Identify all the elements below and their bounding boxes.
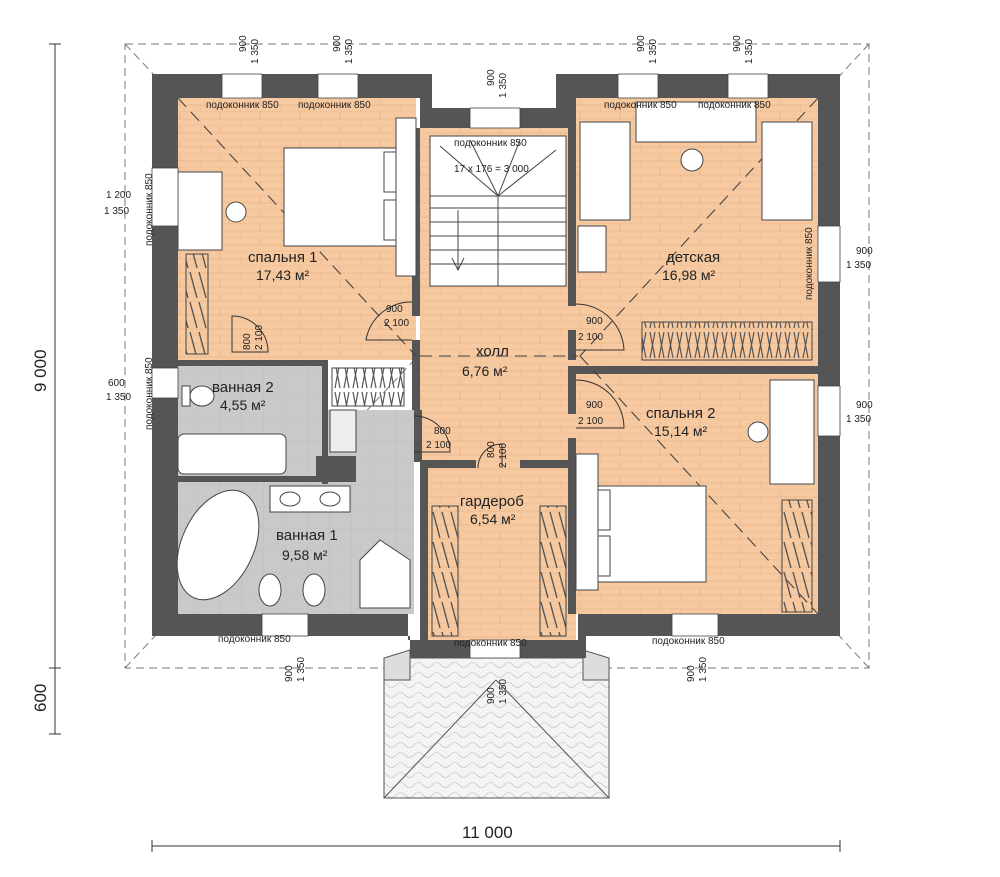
door-width: 800 <box>434 426 451 437</box>
window-width: 900 <box>284 665 295 682</box>
window-height: 1 350 <box>744 39 755 64</box>
overall-width-label: 11 000 <box>462 823 513 842</box>
window-width: 900 <box>238 35 249 52</box>
door-width: 800 <box>242 333 253 350</box>
window-width: 600 <box>108 378 125 389</box>
door-swings <box>231 301 625 469</box>
room-area-bath2: 4,55 м² <box>220 397 266 413</box>
room-name-bedroom1: спальня 1 <box>248 249 317 266</box>
room-area-bedroom1: 17,43 м² <box>256 267 310 283</box>
bathtub-icon <box>176 489 260 601</box>
sill-label: подоконник 850 <box>298 100 371 111</box>
bed-icon <box>761 121 813 221</box>
toilet-icon <box>258 573 282 607</box>
bed-icon <box>579 121 631 221</box>
desk-icon <box>177 171 223 251</box>
room-name-bath2: ванная 2 <box>212 379 274 396</box>
stairs-label: 17 x 176 = 3 000 <box>454 164 529 175</box>
door-width: 900 <box>386 304 403 315</box>
window-width: 1 200 <box>106 190 131 201</box>
windows <box>151 73 841 659</box>
sill-labels: подоконник 850 подоконник 850 подоконник… <box>144 100 815 649</box>
room-name-bath1: ванная 1 <box>276 527 338 544</box>
room-area-bedroom2: 15,14 м² <box>654 423 708 439</box>
chair-icon <box>680 148 704 172</box>
window-width: 900 <box>732 35 743 52</box>
sill-label: подоконник 850 <box>804 227 815 300</box>
sill-label: подоконник 850 <box>144 357 155 430</box>
window-dimensions: 900 1 350 900 1 350 900 1 350 900 1 350 … <box>104 35 873 704</box>
sill-label: подоконник 850 <box>218 634 291 645</box>
window-height: 1 350 <box>250 39 261 64</box>
room-name-bedroom2: спальня 2 <box>646 405 715 422</box>
sill-label: подоконник 850 <box>454 638 527 649</box>
room-name-nursery: детская <box>666 249 720 266</box>
porch-depth-label: 600 <box>31 684 50 712</box>
room-area-nursery: 16,98 м² <box>662 267 716 283</box>
toilet-icon <box>189 385 215 407</box>
wardrobe-racks <box>185 253 813 637</box>
door-height: 2 100 <box>578 416 603 427</box>
dimension-lines <box>49 43 841 852</box>
window-height: 1 350 <box>344 39 355 64</box>
door-width: 800 <box>486 441 497 458</box>
door-width: 900 <box>586 400 603 411</box>
desk-icon <box>635 101 757 143</box>
chair-icon <box>225 201 247 223</box>
window-height: 1 350 <box>106 392 131 403</box>
room-area-bath1: 9,58 м² <box>282 547 328 563</box>
room-area-wardrobe: 6,54 м² <box>470 511 516 527</box>
door-height: 2 100 <box>254 325 265 350</box>
shower-icon <box>359 539 411 609</box>
window-height: 1 350 <box>104 206 129 217</box>
desk-icon <box>769 379 815 485</box>
overall-height-label: 9 000 <box>31 349 50 392</box>
shower-icon <box>329 409 357 453</box>
sill-label: подоконник 850 <box>604 100 677 111</box>
room-area-hall: 6,76 м² <box>462 363 508 379</box>
staircase <box>429 135 567 287</box>
chair-icon <box>747 421 769 443</box>
sill-label: подоконник 850 <box>698 100 771 111</box>
window-height: 1 350 <box>296 657 307 682</box>
window-height: 1 350 <box>648 39 659 64</box>
door-height: 2 100 <box>426 440 451 451</box>
sill-label: подоконник 850 <box>652 636 725 647</box>
room-name-wardrobe: гардероб <box>460 493 524 510</box>
overall-dimensions: 11 000 9 000 600 <box>31 349 513 842</box>
window-width: 900 <box>332 35 343 52</box>
door-height: 2 100 <box>384 318 409 329</box>
door-width: 900 <box>586 316 603 327</box>
furniture <box>176 101 815 609</box>
door-dimensions: 900 2 100 900 2 100 900 2 100 800 2 100 … <box>242 304 603 468</box>
door-height: 2 100 <box>498 443 509 468</box>
window-width: 900 <box>636 35 647 52</box>
window-height: 1 350 <box>846 414 871 425</box>
door-height: 2 100 <box>578 332 603 343</box>
window-width: 900 <box>486 69 497 86</box>
window-height: 1 350 <box>846 260 871 271</box>
porch <box>383 649 610 799</box>
window-width: 900 <box>856 246 873 257</box>
sill-label: подоконник 850 <box>454 138 527 149</box>
bidet-icon <box>302 573 326 607</box>
bathtub-icon <box>177 433 287 475</box>
window-width: 900 <box>486 687 497 704</box>
window-height: 1 350 <box>498 73 509 98</box>
window-height: 1 350 <box>698 657 709 682</box>
window-height: 1 350 <box>498 679 509 704</box>
sill-label: подоконник 850 <box>206 100 279 111</box>
sill-label: подоконник 850 <box>144 173 155 246</box>
window-width: 900 <box>686 665 697 682</box>
room-labels: спальня 1 17,43 м² детская 16,98 м² холл… <box>212 164 720 563</box>
room-name-hall: холл <box>476 343 509 360</box>
window-width: 900 <box>856 400 873 411</box>
